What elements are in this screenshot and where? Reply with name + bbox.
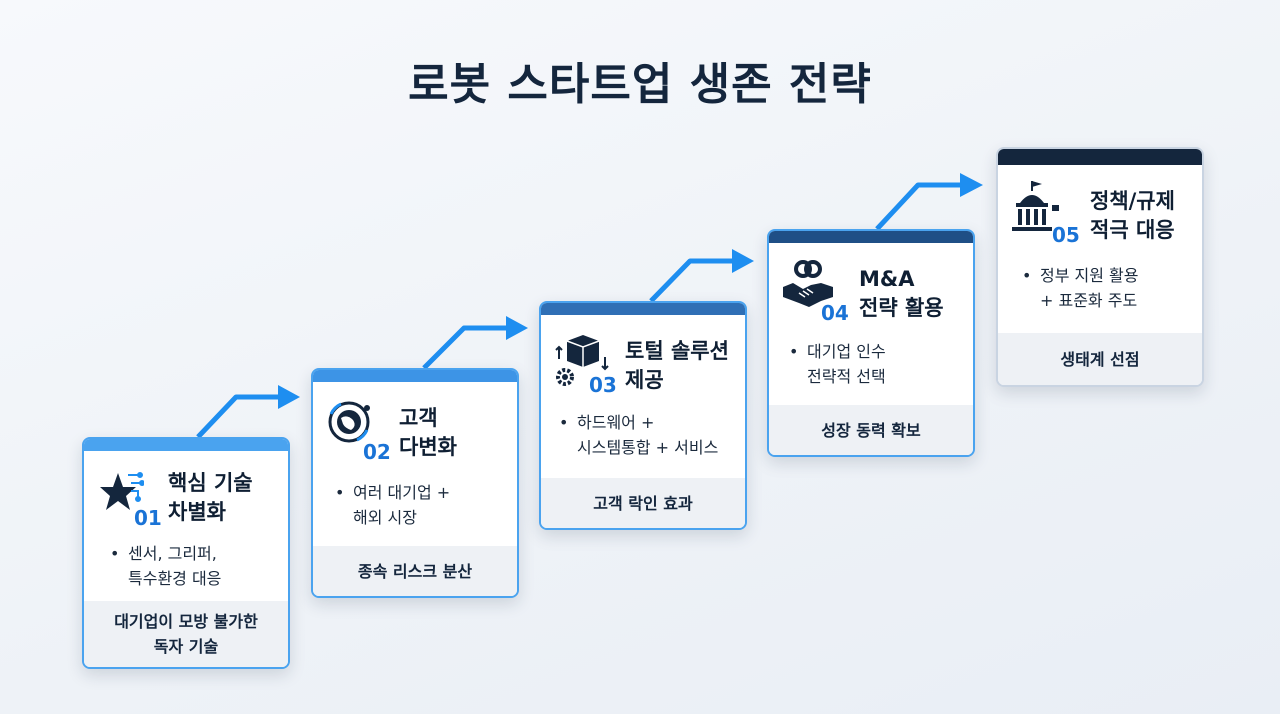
bullet-text: + 표준화 주도 <box>1040 291 1138 310</box>
card-footer: 대기업이 모방 불가한 독자 기술 <box>84 601 288 667</box>
card-heading-line: 토털 솔루션 <box>625 339 729 363</box>
bullet-text: 시스템통합 + 서비스 <box>577 438 719 457</box>
card-heading: 토털 솔루션 제공 <box>625 337 729 395</box>
card-footer-line: 성장 동력 확보 <box>821 420 921 440</box>
handshake-icon <box>781 257 837 317</box>
card-topbar <box>84 439 288 451</box>
bullet-text: 전략적 선택 <box>807 367 886 386</box>
strategy-card-5: 05 정책/규제 적극 대응 •정부 지원 활용 + 표준화 주도 생태계 선점 <box>996 147 1204 387</box>
card-footer: 생태계 선점 <box>998 333 1202 385</box>
card-heading-line: 제공 <box>625 368 664 392</box>
card-bullets: •정부 지원 활용 + 표준화 주도 <box>1022 266 1139 310</box>
arrow-4-to-5 <box>875 182 962 231</box>
card-number: 04 <box>821 301 849 325</box>
card-bullets: •여러 대기업 + 해외 시장 <box>335 483 451 527</box>
card-heading-line: 전략 활용 <box>859 296 944 320</box>
card-footer-line: 종속 리스크 분산 <box>357 561 473 581</box>
card-number: 05 <box>1052 223 1080 247</box>
bullet-text: 정부 지원 활용 <box>1040 266 1139 285</box>
arrowhead-1 <box>278 385 300 409</box>
card-footer-line: 대기업이 모방 불가한 <box>114 612 258 631</box>
card-topbar <box>313 370 517 382</box>
card-heading-line: 핵심 기술 <box>168 471 253 495</box>
bullet-text: 특수환경 대응 <box>128 569 222 588</box>
bullet-text: 센서, 그리퍼, <box>128 544 217 563</box>
card-heading-line: 다변화 <box>399 435 457 459</box>
strategy-card-3: 03 토털 솔루션 제공 •하드웨어 + 시스템통합 + 서비스 고객 락인 효… <box>539 301 747 530</box>
bullet-text: 해외 시장 <box>353 508 417 527</box>
card-heading: 정책/규제 적극 대응 <box>1090 187 1175 245</box>
strategy-card-1: 01 핵심 기술 차별화 •센서, 그리퍼, 특수환경 대응 대기업이 모방 불… <box>82 437 290 669</box>
card-footer: 종속 리스크 분산 <box>313 546 517 596</box>
card-footer-line: 고객 락인 효과 <box>593 493 693 513</box>
arrow-1-to-2 <box>196 394 280 439</box>
arrowhead-4 <box>960 173 983 197</box>
card-footer: 고객 락인 효과 <box>541 478 745 528</box>
arrowhead-3 <box>732 249 754 273</box>
card-footer: 성장 동력 확보 <box>769 405 973 455</box>
bullet-text: 여러 대기업 + <box>353 483 451 502</box>
star-circuit-icon <box>98 465 145 529</box>
card-heading-line: 고객 <box>399 406 438 430</box>
arrowhead-2 <box>506 316 528 340</box>
card-heading-line: 차별화 <box>168 500 226 524</box>
card-heading: 핵심 기술 차별화 <box>168 469 253 527</box>
bullet-text: 하드웨어 + <box>577 413 655 432</box>
card-heading: 고객 다변화 <box>399 404 457 462</box>
card-footer-line: 독자 기술 <box>153 637 219 656</box>
card-footer-line: 생태계 선점 <box>1060 349 1140 369</box>
strategy-card-4: 04 M&A 전략 활용 •대기업 인수 전략적 선택 성장 동력 확보 <box>767 229 975 457</box>
page-title: 로봇 스타트업 생존 전략 <box>408 59 872 110</box>
strategy-card-2: 02 고객 다변화 •여러 대기업 + 해외 시장 종속 리스크 분산 <box>311 368 519 598</box>
arrow-3-to-4 <box>649 258 734 303</box>
box-gear-icon <box>551 333 609 393</box>
bullet-text: 대기업 인수 <box>807 342 886 361</box>
card-topbar <box>769 231 973 243</box>
card-heading: M&A 전략 활용 <box>859 265 944 323</box>
government-building-icon <box>1010 179 1060 237</box>
card-topbar <box>998 149 1202 165</box>
card-topbar <box>541 303 745 315</box>
card-number: 03 <box>589 373 617 397</box>
globe-icon <box>327 400 375 452</box>
card-heading-line: M&A <box>859 267 915 291</box>
card-heading-line: 정책/규제 <box>1090 189 1175 213</box>
card-number: 02 <box>363 440 391 464</box>
arrow-2-to-3 <box>422 325 508 370</box>
card-bullets: •센서, 그리퍼, 특수환경 대응 <box>110 544 222 588</box>
card-bullets: •대기업 인수 전략적 선택 <box>789 342 886 386</box>
card-heading-line: 적극 대응 <box>1090 218 1175 242</box>
card-number: 01 <box>134 506 162 530</box>
card-bullets: •하드웨어 + 시스템통합 + 서비스 <box>559 413 719 457</box>
